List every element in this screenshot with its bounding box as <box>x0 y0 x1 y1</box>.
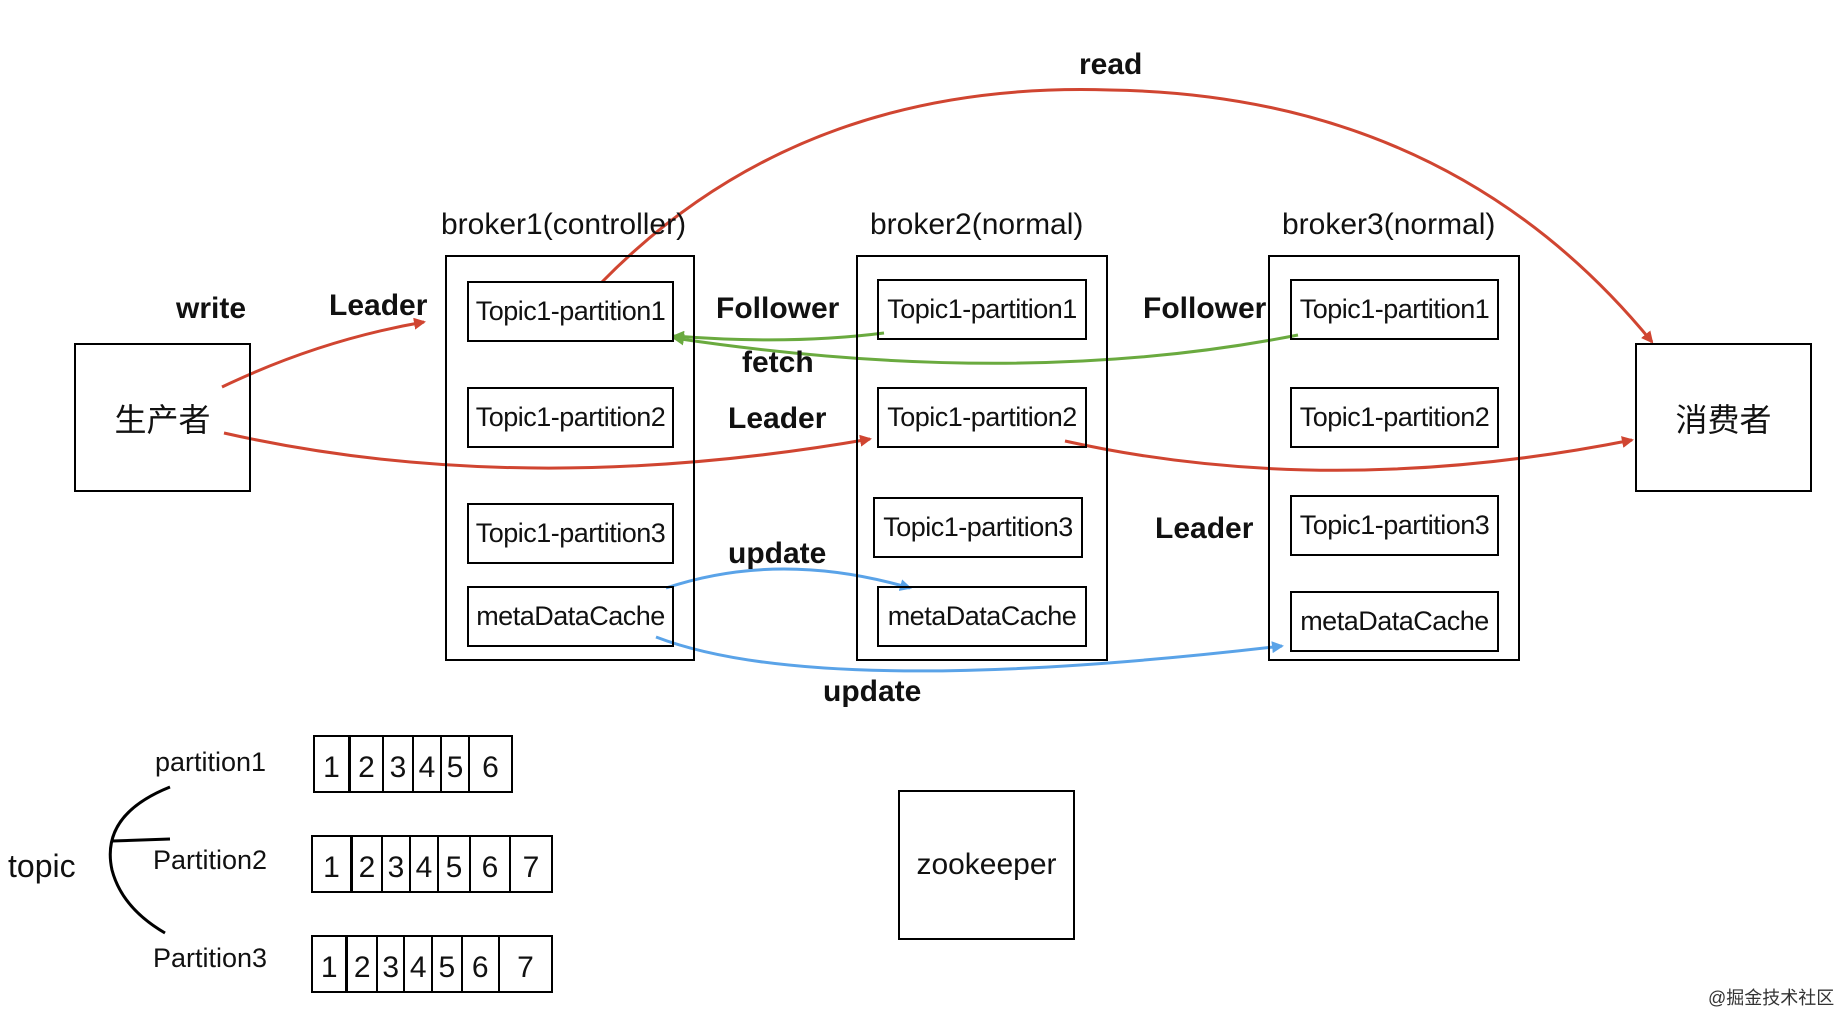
partition3-log: 1 2 3 4 5 6 7 <box>311 935 553 993</box>
follower-label-broker2: Follower <box>716 292 840 325</box>
update-label-top: update <box>728 537 827 570</box>
follower-label-broker3: Follower <box>1143 292 1267 325</box>
log-cell: 3 <box>383 837 411 891</box>
update-arrow-broker3 <box>655 635 1284 673</box>
log-cell: 3 <box>378 937 406 991</box>
write-arrow <box>221 317 426 389</box>
log-cell: 5 <box>439 837 471 891</box>
topic-label: topic <box>8 848 76 884</box>
log-cell: 4 <box>405 937 434 991</box>
log-cell: 2 <box>351 737 384 791</box>
read-label: read <box>1079 48 1143 81</box>
log-cell: 5 <box>442 737 470 791</box>
fetch-arrow-broker3 <box>672 333 1299 365</box>
zookeeper-label: zookeeper <box>916 848 1057 881</box>
broker1-partition2: Topic1-partition2 <box>467 387 674 448</box>
log-cell: 3 <box>384 737 414 791</box>
watermark: @掘金技术社区 <box>1708 988 1835 1008</box>
partition3-label: Partition3 <box>153 943 268 973</box>
producer-label: 生产者 <box>114 401 211 438</box>
topic-brace <box>108 785 171 935</box>
broker2-box <box>856 255 1108 661</box>
update-label-bottom: update <box>823 675 922 708</box>
broker2-title: broker2(normal) <box>870 208 1084 241</box>
log-cell: 4 <box>411 837 439 891</box>
consumer-label: 消费者 <box>1675 401 1772 438</box>
broker2-partition1: Topic1-partition1 <box>877 279 1087 340</box>
log-cell: 7 <box>522 851 540 884</box>
leader-label-broker3: Leader <box>1155 512 1254 545</box>
partition2-log: 1 2 3 4 5 6 7 <box>311 835 553 893</box>
broker2-partition2: Topic1-partition2 <box>877 387 1087 448</box>
broker3-title: broker3(normal) <box>1282 208 1496 241</box>
leader-label-broker1: Leader <box>329 289 428 322</box>
read-arrow <box>600 88 1654 344</box>
broker1-title: broker1(controller) <box>441 208 687 241</box>
broker2-partition3: Topic1-partition3 <box>873 497 1083 558</box>
log-cell: 1 <box>313 937 349 991</box>
log-cell: 6 <box>482 751 499 784</box>
log-cell: 4 <box>414 737 442 791</box>
broker3-metadatacache: metaDataCache <box>1290 591 1499 652</box>
broker1-box <box>445 255 695 661</box>
broker3-box <box>1268 255 1520 661</box>
broker3-partition1: Topic1-partition1 <box>1290 279 1499 340</box>
partition1-label: partition1 <box>155 747 267 777</box>
broker1-partition3: Topic1-partition3 <box>467 503 674 564</box>
leader-label-broker2: Leader <box>728 402 827 435</box>
log-cell: 7 <box>517 951 534 984</box>
fetch-arrow-broker2 <box>672 330 885 343</box>
log-cell: 2 <box>348 937 378 991</box>
consume-p2-arrow <box>1064 436 1634 472</box>
partition1-log: 1 2 3 4 5 6 <box>313 735 513 793</box>
produce-p2-arrow <box>223 431 872 470</box>
broker3-partition3: Topic1-partition3 <box>1290 495 1499 556</box>
broker1-partition1: Topic1-partition1 <box>467 281 674 342</box>
log-cell: 6 <box>463 937 500 991</box>
zookeeper-node: zookeeper <box>898 790 1075 940</box>
broker1-metadatacache: metaDataCache <box>467 586 674 647</box>
log-cell: 2 <box>353 837 383 891</box>
log-cell: 1 <box>315 737 351 791</box>
topic-brace-mid <box>111 837 171 843</box>
fetch-label: fetch <box>742 346 814 379</box>
log-cell: 1 <box>313 837 353 891</box>
log-cell: 6 <box>471 837 511 891</box>
log-cell: 5 <box>433 937 463 991</box>
write-label: write <box>176 292 247 325</box>
broker2-metadatacache: metaDataCache <box>877 586 1087 647</box>
producer-node: 生产者 <box>74 343 251 492</box>
partition2-label: Partition2 <box>153 845 268 875</box>
broker3-partition2: Topic1-partition2 <box>1290 387 1499 448</box>
consumer-node: 消费者 <box>1635 343 1812 492</box>
